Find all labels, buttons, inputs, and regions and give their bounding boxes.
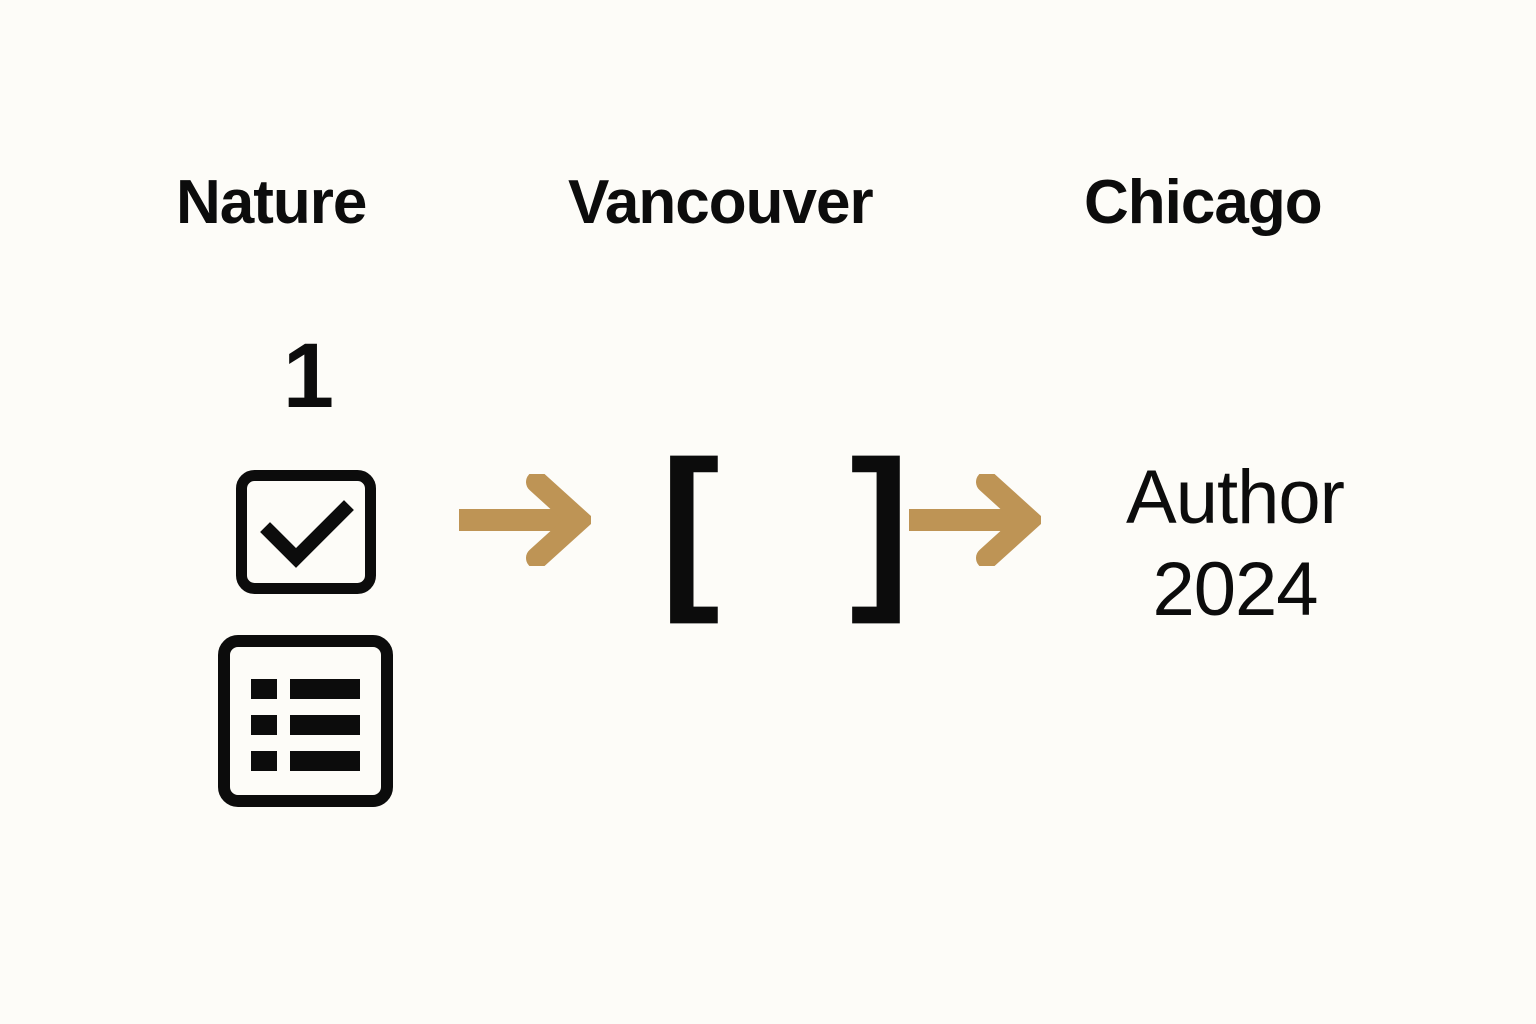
arrow-right-icon <box>455 471 596 569</box>
column-nature: 1 <box>218 330 398 820</box>
arrow-right-icon <box>905 471 1046 569</box>
citation-author: Author <box>1126 455 1345 540</box>
column-chicago: Author 2024 <box>1070 452 1400 636</box>
numbered-list-icon <box>218 635 393 807</box>
column-header-nature: Nature <box>176 168 367 237</box>
column-header-chicago: Chicago <box>1084 168 1323 237</box>
column-vancouver: [ ] <box>660 424 920 625</box>
checkbox-checked-icon <box>236 470 376 594</box>
citation-year: 2024 <box>1152 547 1318 632</box>
superscript-number: 1 <box>282 325 334 427</box>
citation-brackets: [ ] <box>660 424 920 625</box>
column-header-vancouver: Vancouver <box>568 168 874 237</box>
